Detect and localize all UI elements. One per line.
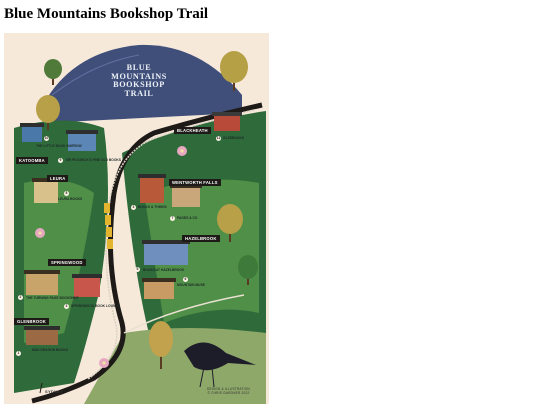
side-road bbox=[123, 294, 245, 334]
map-title-line: TRAIL bbox=[124, 88, 154, 98]
credit-line: © CHRIS GARDNER 2022 bbox=[207, 391, 250, 395]
page-title: Blue Mountains Bookshop Trail bbox=[4, 6, 209, 22]
town-sign-leura: LEURA bbox=[47, 175, 69, 182]
map-title: BLUE MOUNTAINS BOOKSHOP TRAIL bbox=[100, 63, 178, 98]
shop-number: 5 bbox=[135, 267, 140, 272]
tree-icon bbox=[220, 51, 248, 91]
town-sign-springwood: SPRINGWOOD bbox=[48, 259, 86, 266]
map-title-line: MOUNTAINS bbox=[111, 71, 167, 81]
tree-icon bbox=[149, 321, 173, 369]
pin-icon bbox=[39, 382, 43, 394]
shop-icon bbox=[142, 278, 176, 299]
train-icon bbox=[104, 203, 113, 249]
town-sign-hazelbrook: HAZELBROOK bbox=[182, 235, 220, 242]
town-sign-glenbrook: GLENBROOK bbox=[14, 318, 50, 325]
shop-label: BOOKS AT HAZELBROOK bbox=[143, 268, 185, 272]
shop-icon bbox=[138, 174, 166, 203]
shop-number: 9 bbox=[58, 158, 63, 163]
shop-icon bbox=[66, 130, 98, 151]
shop-label: THE LITTLE BOOK BURROW bbox=[36, 144, 82, 148]
flower-icon bbox=[99, 358, 109, 368]
tree-icon bbox=[238, 255, 258, 285]
town-sign-blackheath: BLACKHEATH bbox=[174, 127, 211, 134]
meadow bbox=[84, 328, 266, 404]
shop-number: 3 bbox=[64, 304, 69, 309]
shop-number: 7 bbox=[170, 216, 175, 221]
shop-icon bbox=[170, 184, 202, 207]
town-sign-wentworth-falls: WENTWORTH FALLS bbox=[169, 179, 221, 186]
mountain-shape bbox=[44, 44, 242, 123]
shop-number: 1 bbox=[16, 351, 21, 356]
shop-icon bbox=[20, 123, 44, 142]
shop-label: LEURA BOOKS bbox=[58, 197, 83, 201]
shop-icon bbox=[32, 178, 60, 203]
shop-label: MAD DRAGON BOOKS bbox=[32, 348, 69, 352]
shop-icon bbox=[212, 112, 242, 131]
shop-label: MR PICKWICK'S FINE OLD BOOKS bbox=[66, 158, 121, 162]
shop-label: BOOKS & THINGS bbox=[138, 205, 167, 209]
shop-number: 2 bbox=[18, 295, 23, 300]
shop-number: 8 bbox=[64, 191, 69, 196]
map-title-line: BOOKSHOP bbox=[113, 80, 165, 90]
shop-label: THE TURNING PAGE BOOKSHOP bbox=[26, 296, 79, 300]
shop-number: 4 bbox=[131, 205, 136, 210]
shop-number: 11 bbox=[216, 136, 221, 141]
flower-icon bbox=[35, 228, 45, 238]
highway-road bbox=[31, 102, 263, 404]
shop-icon bbox=[24, 270, 60, 295]
shop-icon bbox=[142, 240, 190, 265]
shop-number: 6 bbox=[183, 277, 188, 282]
bookshop-trail-map: BLUE MOUNTAINS BOOKSHOP TRAIL BLACKHEATH… bbox=[4, 33, 269, 404]
shop-label: MOUNTAIN MUSE bbox=[177, 283, 205, 287]
bird-icon bbox=[184, 342, 256, 388]
tree-icon bbox=[217, 204, 243, 242]
flower-icon bbox=[177, 146, 187, 156]
shop-label: SPRINGWOOD BOOK LOUNGE bbox=[71, 304, 121, 308]
shop-label: GLEEBOOKS bbox=[223, 136, 245, 140]
shop-icon bbox=[24, 326, 60, 345]
shop-label: PAGES & CO bbox=[177, 216, 198, 220]
tree-icon bbox=[36, 95, 60, 130]
mountain-ridge bbox=[51, 54, 140, 96]
town-sign-katoomba: KATOOMBA bbox=[16, 157, 48, 164]
shop-icon bbox=[72, 274, 102, 297]
tree-icon bbox=[44, 59, 62, 85]
sydney-label: SYDNEY bbox=[45, 389, 64, 394]
shop-number: 10 bbox=[44, 136, 49, 141]
map-title-line: BLUE bbox=[126, 63, 152, 72]
credit-block: DESIGN & ILLUSTRATION © CHRIS GARDNER 20… bbox=[207, 387, 250, 395]
credit-line: DESIGN & ILLUSTRATION bbox=[207, 387, 250, 391]
